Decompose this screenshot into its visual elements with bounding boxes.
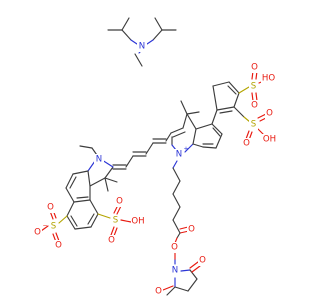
oxygen-left-top-double-1: O [115, 196, 124, 207]
oxygen-left-top-hydroxyl-label: OH [131, 217, 144, 227]
oxygen-right-top-double-2: O [250, 100, 259, 111]
sulfur-left-ring-label: S [51, 222, 56, 232]
left-indole-nitrogen-label: N [96, 155, 102, 165]
oxygen-right-low-double-1-label: O [266, 109, 273, 119]
diisopropylethylamine-bonds [107, 17, 177, 67]
oxygen-left-top-double-1-label: O [116, 197, 123, 207]
oxygen-right-low-hydroxyl: OH [262, 134, 277, 145]
nhs-nitrogen-atom: N [170, 265, 180, 276]
amine-nitrogen-atom: N [137, 41, 147, 52]
pentyl-linker-bonds [172, 160, 181, 234]
oxygen-nhs-top-label: O [199, 256, 206, 266]
sulfur-left-top-atom: S [111, 215, 120, 226]
nhs-nitrogen-label: N [172, 266, 178, 276]
oxygen-right-low-double-2: O [242, 138, 251, 149]
oxygen-left-ring-double-1-label: O [47, 203, 54, 213]
chemical-structure-diagram: N N N + N S S S S [33, 17, 277, 297]
oxygen-right-low-hydroxyl-label: OH [263, 135, 276, 145]
oxygen-right-top-double-1: O [250, 62, 259, 73]
oxygen-nhs-top: O [198, 255, 207, 266]
sulfur-left-ring-atom: S [49, 221, 58, 232]
atom-labels: N N N + N S S S S [33, 41, 277, 297]
oxygen-right-top-hydroxyl: HO [261, 73, 276, 84]
sulfur-right-top-label: S [251, 82, 256, 92]
oxygen-ester-carbonyl: O [187, 224, 196, 235]
oxygen-nhs-bottom-label: O [155, 287, 162, 297]
oxygen-left-top-hydroxyl: OH [131, 216, 145, 227]
right-benzoindole-bonds [170, 81, 251, 153]
sulfur-right-top-atom: S [249, 81, 258, 92]
oxygen-ester-carbonyl-label: O [188, 225, 195, 235]
sulfur-right-low-atom: S [249, 119, 258, 130]
oxygen-left-ring-double-1: O [46, 202, 55, 213]
amine-nitrogen-label: N [139, 42, 145, 52]
right-indolium-nitrogen-atom: N + [174, 146, 189, 160]
oxygen-left-ring-anion-label: O [34, 228, 41, 238]
oxygen-left-ring-double-2-label: O [55, 241, 62, 251]
oxygen-right-top-double-1-label: O [251, 63, 258, 73]
oxygen-right-low-double-2-label: O [243, 139, 250, 149]
oxygen-ester-bridge-label: O [171, 243, 178, 253]
oxygen-left-ring-anion-charge: − [42, 223, 47, 230]
left-indole-nitrogen-atom: N [94, 154, 104, 165]
oxygen-right-low-double-1: O [265, 108, 274, 119]
oxygen-right-top-double-2-label: O [251, 101, 258, 111]
oxygen-nhs-bottom: O [154, 286, 163, 297]
right-indolium-nitrogen-label: N [176, 150, 182, 160]
polymethine-chain-bonds [112, 132, 172, 170]
right-indolium-charge: + [183, 146, 188, 153]
oxygen-ester-bridge: O [170, 242, 179, 253]
oxygen-left-ring-anion: O − [33, 223, 48, 238]
sulfur-right-low-label: S [251, 120, 256, 130]
oxygen-left-top-double-2-label: O [108, 236, 115, 246]
oxygen-left-ring-double-2: O [54, 240, 63, 251]
sulfur-left-top-label: S [113, 216, 118, 226]
oxygen-right-top-hydroxyl-label: HO [262, 74, 275, 84]
left-benzoindole-bonds [58, 145, 118, 230]
nhs-ester-bonds [162, 226, 201, 296]
oxygen-left-top-double-2: O [107, 235, 116, 246]
